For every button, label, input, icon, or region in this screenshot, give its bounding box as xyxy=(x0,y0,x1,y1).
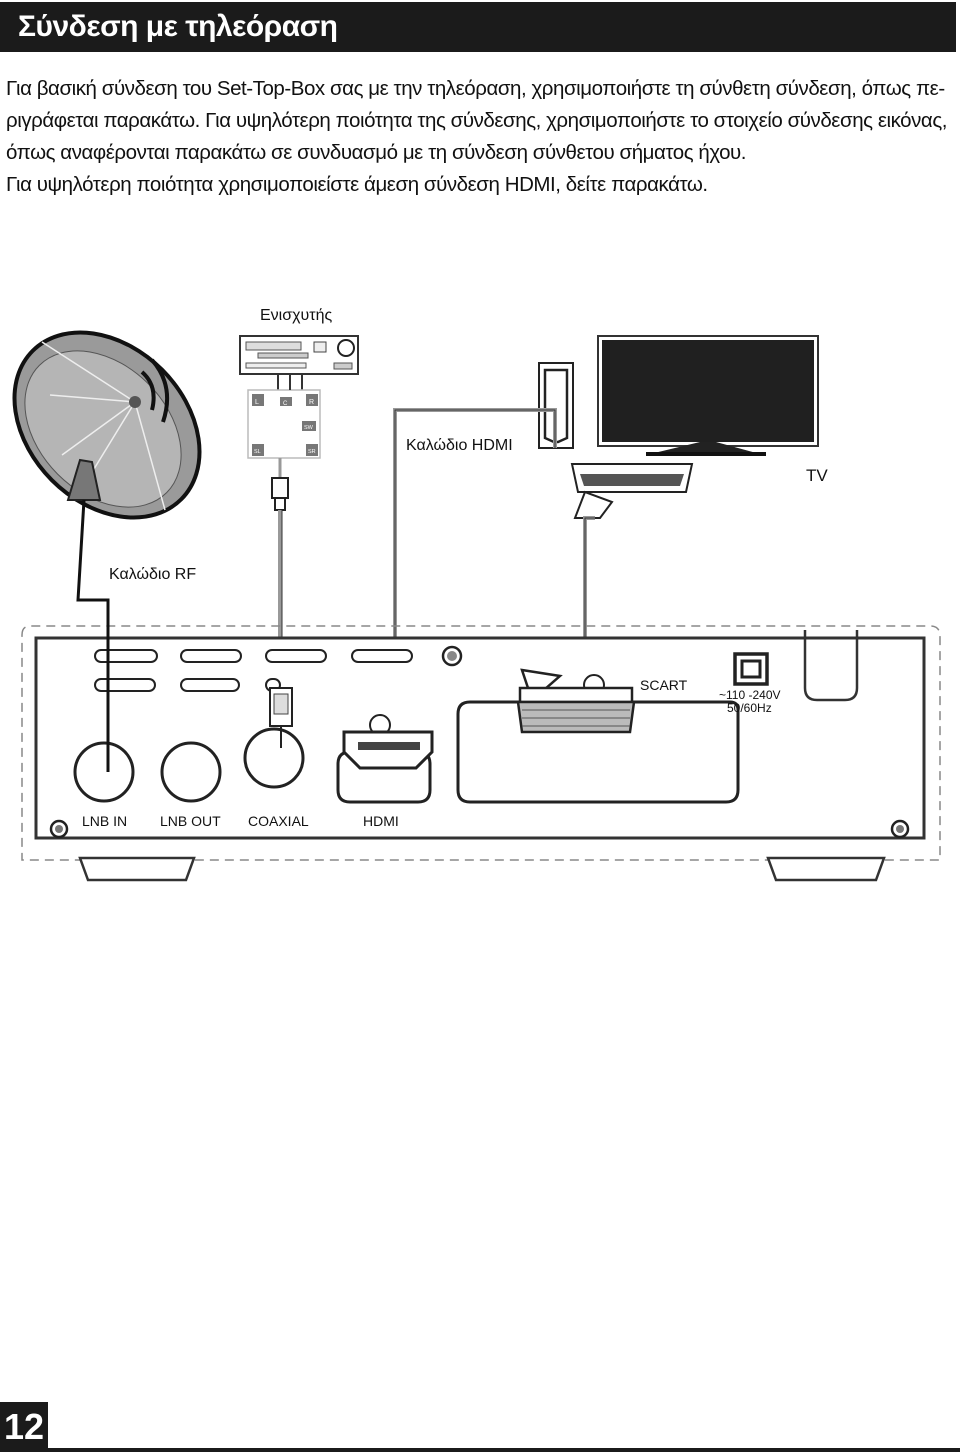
power-frequency-label: 50/60Hz xyxy=(727,701,772,715)
tv-label: TV xyxy=(806,466,828,485)
amplifier-icon xyxy=(239,335,359,375)
speaker-layout-icon: L C R SW SL SR xyxy=(247,389,321,459)
intro-text: Για βασική σύνδεση του Set-Top-Box σας μ… xyxy=(6,73,950,201)
lnb-in-label: LNB IN xyxy=(82,813,127,829)
speaker-c: C xyxy=(283,401,288,407)
speaker-l: L xyxy=(255,399,259,406)
intro-line-4: Για υψηλότερη ποιότητα χρησιμοποιείστε ά… xyxy=(6,173,708,196)
speaker-r: R xyxy=(309,399,314,406)
double-insulation-icon xyxy=(733,652,769,686)
lnb-out-port[interactable] xyxy=(160,741,222,803)
scart-label: SCART xyxy=(640,677,688,693)
intro-line-3: όπως αναφέρονται παρακάτω σε συνδυασμό μ… xyxy=(6,141,747,164)
lnb-in-port[interactable] xyxy=(73,741,135,803)
intro-line-1: Για βασική σύνδεση του Set-Top-Box σας μ… xyxy=(6,77,945,100)
page-bottom-rule xyxy=(0,1448,960,1452)
hdmi-cable-label: Καλώδιο HDMI xyxy=(406,437,513,454)
intro-line-2: ριγράφεται παρακάτω. Για υψηλότερη ποιότ… xyxy=(6,109,947,132)
hdmi-label: HDMI xyxy=(363,813,399,829)
tv-icon xyxy=(570,335,819,519)
coaxial-label: COAXIAL xyxy=(248,813,309,829)
speaker-sr: SR xyxy=(308,449,316,455)
connection-diagram: L C R SW SL SR TV Καλώδιο HDMI Καλώδ xyxy=(12,307,941,882)
page-number: 12 xyxy=(0,1402,48,1452)
speaker-sw: SW xyxy=(304,425,314,431)
rf-cable-label: Καλώδιο RF xyxy=(109,566,196,583)
coaxial-port[interactable] xyxy=(243,687,305,789)
hdmi-port[interactable] xyxy=(336,714,434,804)
amplifier-label: Ενισχυτής xyxy=(260,307,332,324)
page-title: Σύνδεση με τηλεόραση xyxy=(18,10,338,43)
lnb-out-label: LNB OUT xyxy=(160,813,221,829)
satellite-dish-icon xyxy=(12,330,202,520)
title-bar: Σύνδεση με τηλεόραση xyxy=(0,2,956,52)
scart-port[interactable] xyxy=(456,668,740,804)
power-voltage-label: ~110 -240V xyxy=(719,688,781,702)
speaker-sl: SL xyxy=(254,449,261,455)
